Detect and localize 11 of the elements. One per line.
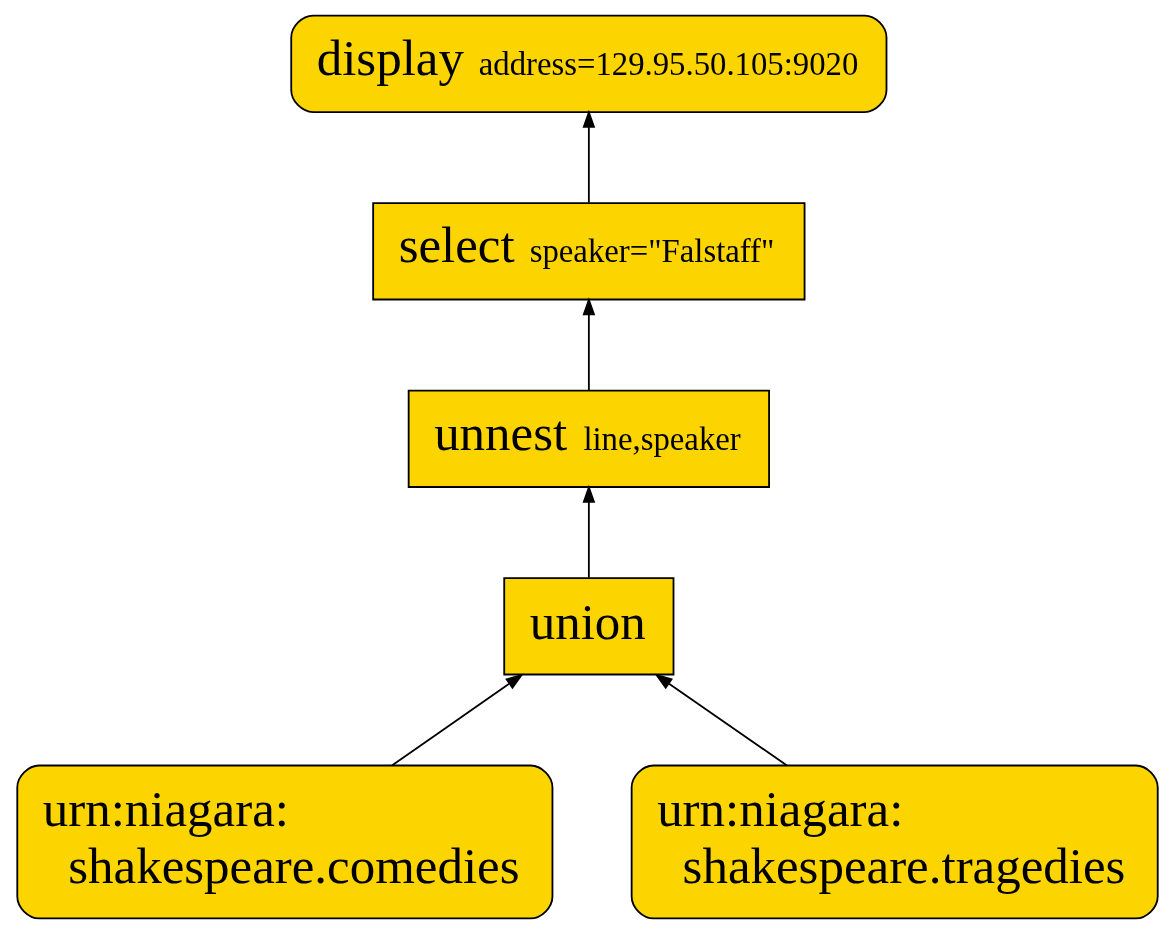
arrow bbox=[390, 673, 524, 767]
arrow bbox=[653, 673, 788, 767]
node-box: select speaker="Falstaff" bbox=[371, 202, 805, 301]
node-box: union bbox=[502, 577, 674, 676]
arrow bbox=[582, 484, 595, 579]
node-box: urn:niagara: shakespeare.tragedies bbox=[630, 764, 1159, 920]
node-box: unnest line,speaker bbox=[407, 389, 770, 488]
node-box: urn:niagara: shakespeare.comedies bbox=[15, 764, 553, 920]
arrow bbox=[582, 297, 595, 391]
arrow bbox=[582, 109, 595, 204]
node-box: display address=129.95.50.105:9020 bbox=[289, 14, 887, 113]
